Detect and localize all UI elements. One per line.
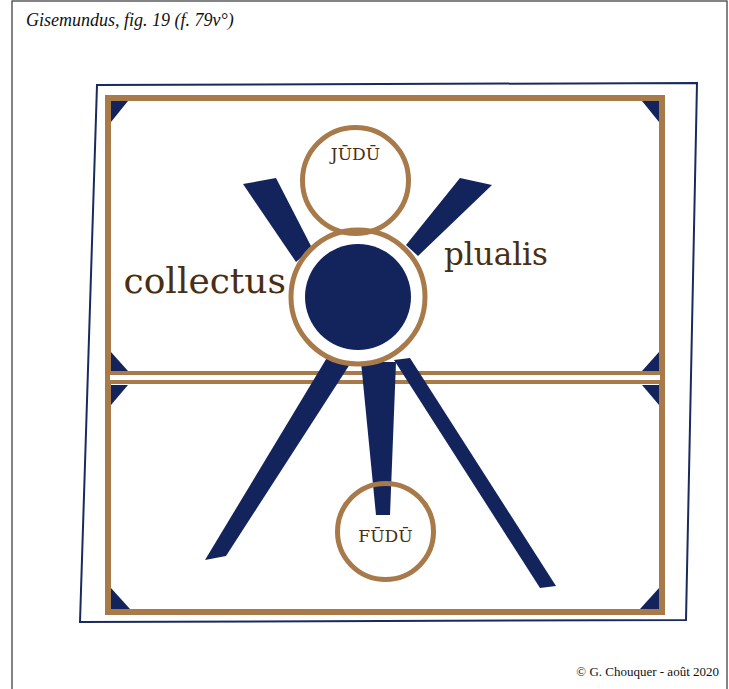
corner-marks (111, 101, 659, 609)
figure-title: Gisemundus, fig. 19 (f. 79v°) (26, 10, 234, 31)
copyright-note: © G. Chouquer - août 2020 (576, 664, 719, 680)
head-circle: FŪDŪ (335, 481, 436, 582)
outer-outline (80, 83, 697, 622)
side-label: plualis (444, 236, 548, 272)
body-disc (305, 244, 411, 350)
circle-text: FŪDŪ (340, 526, 431, 546)
side-label: collectus (124, 260, 286, 301)
figure-limbs (205, 178, 556, 588)
circle-text: JŪDŪ (305, 144, 406, 164)
frame (108, 98, 662, 612)
head-circle: JŪDŪ (300, 125, 411, 236)
page-border (12, 1, 727, 689)
body-circle (291, 230, 425, 364)
